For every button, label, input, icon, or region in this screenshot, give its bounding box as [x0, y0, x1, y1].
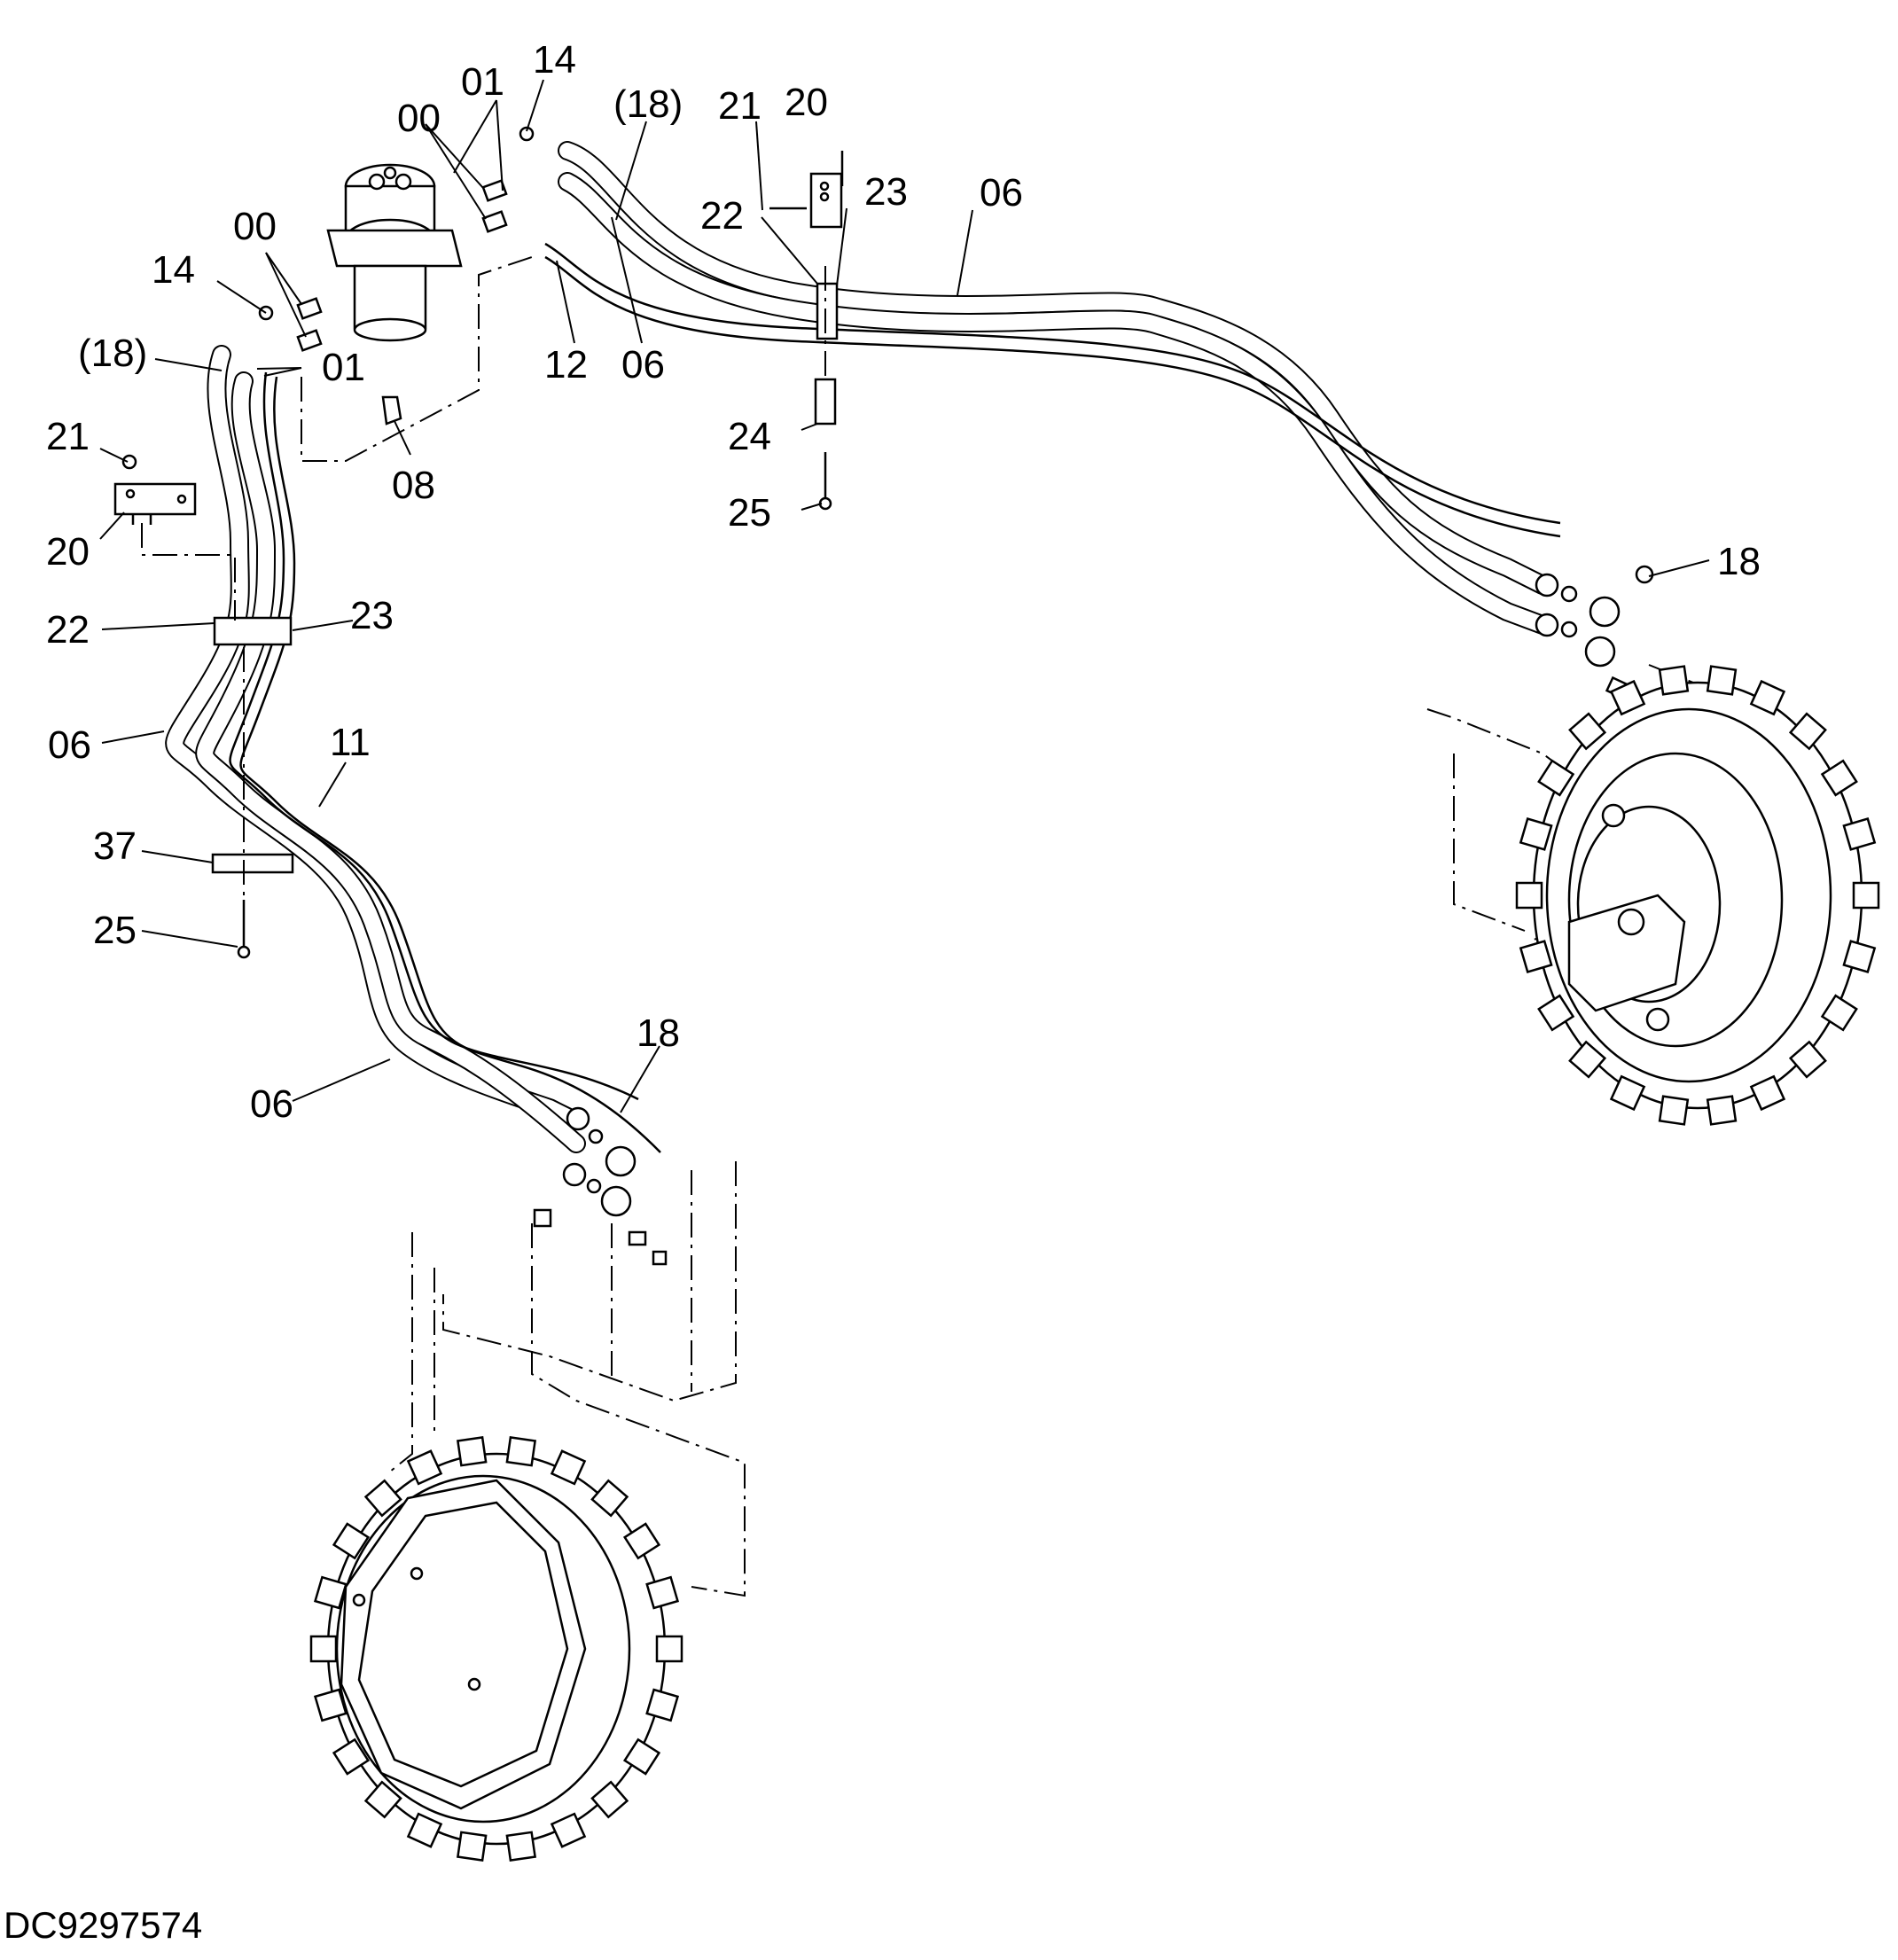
sprocket-teeth-left [309, 1436, 683, 1862]
sprocket-tooth [1788, 712, 1827, 751]
callout-00: 00 [233, 205, 277, 248]
sprocket-tooth [1519, 817, 1553, 851]
sprocket-tooth [1749, 1074, 1786, 1112]
sprocket-tooth [1852, 881, 1880, 910]
sprocket-tooth [1749, 679, 1786, 716]
sprocket-tooth [456, 1831, 488, 1862]
callout-25: 25 [93, 909, 137, 952]
callout-18-ref: (18) [613, 82, 683, 126]
callout-06: 06 [621, 343, 665, 387]
sprocket-tooth [645, 1688, 680, 1722]
sprocket-tooth [1658, 665, 1690, 696]
callout-18-ref: (18) [78, 332, 147, 375]
sprocket-tooth [406, 1812, 443, 1848]
sprocket-tooth [655, 1635, 683, 1663]
sprocket-tooth [1609, 679, 1646, 716]
callout-14: 14 [533, 38, 576, 82]
callout-37: 37 [93, 824, 137, 868]
hose-bundle-left [165, 345, 661, 1153]
sprocket-tooth [590, 1479, 629, 1518]
fittings-center [258, 126, 535, 426]
sprocket-tooth [505, 1436, 537, 1467]
sprocket-tooth [590, 1780, 629, 1819]
callout-06: 06 [48, 723, 91, 767]
callout-01: 01 [322, 346, 365, 389]
sprocket-tooth [456, 1436, 488, 1467]
sprocket-teeth-right [1515, 665, 1880, 1126]
sprocket-tooth [622, 1522, 661, 1560]
sprocket-tooth [505, 1831, 537, 1862]
callout-23: 23 [350, 594, 394, 637]
callout-12: 12 [544, 343, 588, 387]
sprocket-tooth [550, 1449, 587, 1486]
callout-18: 18 [637, 1011, 680, 1055]
sprocket-tooth [1568, 712, 1607, 751]
callout-22: 22 [700, 194, 744, 238]
sprocket-tooth [1820, 994, 1858, 1032]
sprocket-tooth [550, 1812, 587, 1848]
fittings-left-motor [533, 1106, 668, 1266]
clamp-hardware [113, 151, 844, 959]
sprocket-tooth [622, 1737, 661, 1776]
callout-18: 18 [1717, 540, 1761, 583]
callout-24: 24 [728, 415, 771, 458]
sprocket-tooth [406, 1449, 443, 1486]
hose-bundle-main [544, 141, 1561, 635]
callout-00: 00 [397, 97, 441, 140]
sprocket-tooth [332, 1737, 371, 1776]
sprocket-tooth [1842, 817, 1877, 851]
center-joint-swivel [326, 163, 463, 342]
travel-motor-right [1515, 665, 1880, 1126]
callout-06: 06 [980, 171, 1023, 215]
travel-motor-left [309, 1436, 683, 1862]
sprocket-tooth [313, 1688, 348, 1722]
sprocket-tooth [1515, 881, 1543, 910]
callout-06: 06 [250, 1082, 293, 1126]
sprocket-tooth [363, 1780, 402, 1819]
callout-11: 11 [330, 721, 371, 764]
callout-20: 20 [46, 530, 90, 574]
leader-lines [99, 79, 1710, 1113]
callout-25: 25 [728, 491, 771, 535]
sprocket-tooth [1658, 1095, 1690, 1126]
sprocket-tooth [313, 1575, 348, 1610]
sprocket-tooth [1706, 665, 1738, 696]
callout-01: 01 [461, 60, 504, 104]
sprocket-tooth [1568, 1040, 1607, 1079]
sprocket-tooth [645, 1575, 680, 1610]
sprocket-tooth [1820, 759, 1858, 797]
sprocket-tooth [1842, 940, 1877, 973]
drawing-code: DC9297574 [4, 1904, 203, 1946]
sprocket-tooth [1537, 994, 1575, 1032]
sprocket-tooth [1609, 1074, 1646, 1112]
callout-08: 08 [392, 464, 435, 507]
sprocket-tooth [309, 1635, 338, 1663]
sprocket-tooth [363, 1479, 402, 1518]
callout-21: 21 [46, 415, 90, 458]
sprocket-tooth [1537, 759, 1575, 797]
callout-labels: 14 01 00 (18) 21 20 22 23 06 00 14 (18) … [46, 38, 1761, 1126]
callout-23: 23 [864, 170, 908, 214]
callout-14: 14 [152, 248, 195, 292]
sprocket-tooth [332, 1522, 371, 1560]
fittings-right-motor [1535, 565, 1654, 700]
sprocket-tooth [1519, 940, 1553, 973]
callout-21: 21 [718, 84, 762, 128]
sprocket-tooth [1788, 1040, 1827, 1079]
callout-22: 22 [46, 608, 90, 652]
callout-20: 20 [785, 81, 828, 124]
sprocket-tooth [1706, 1095, 1738, 1126]
